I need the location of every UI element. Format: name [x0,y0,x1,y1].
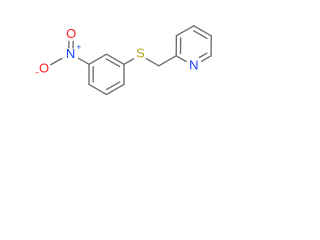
pyridine-nitrogen-atom-label: N [189,57,198,72]
pyridine-ring [175,25,212,63]
benzene-double-bond-1-2 [105,58,121,68]
thioether-linker [123,55,177,67]
nitro-top-oxygen-atom-label: O [66,26,76,41]
pyridine-double-bond-c6-n [198,52,208,59]
nitro-bottom-oxygen-atom-label: O [39,61,49,76]
bond-benzene-to-nitro-nitrogen [77,57,90,65]
bond-methylene-to-sulfur [145,58,160,67]
pyridine-bond-c4-c5 [193,25,212,37]
pyridine-bond-n-c2 [175,55,187,63]
benzene-bond-2-3 [88,53,108,65]
atom-labels: S N N + O O − [35,26,199,78]
benzene-double-bond-5-6 [105,81,121,91]
pyridine-bond-c6-n [200,55,212,62]
nitro-oxygen-negative-charge: − [35,69,40,78]
molecule-structure: S N N + O O − [35,25,212,96]
molecule-canvas: S N N + O O − [0,0,240,144]
bond-sulfur-to-benzene [123,58,135,65]
benzene-bond-1-2 [105,53,125,65]
pyridine-bond-c3-c4 [175,25,195,37]
sulfur-atom-label: S [136,46,145,61]
benzene-bond-5-6 [105,83,125,96]
nitro-nitrogen-atom-label: N [66,46,75,61]
bond-ring-to-methylene [158,55,177,67]
benzene-ring [88,53,125,96]
benzene-bond-4-5 [88,83,108,96]
nitro-group-bonds [50,40,90,66]
pyridine-double-bond-c4-c5 [193,30,208,40]
nitro-nitrogen-positive-charge: + [76,42,81,51]
nitro-bond-to-bottom-oxygen [50,57,63,66]
